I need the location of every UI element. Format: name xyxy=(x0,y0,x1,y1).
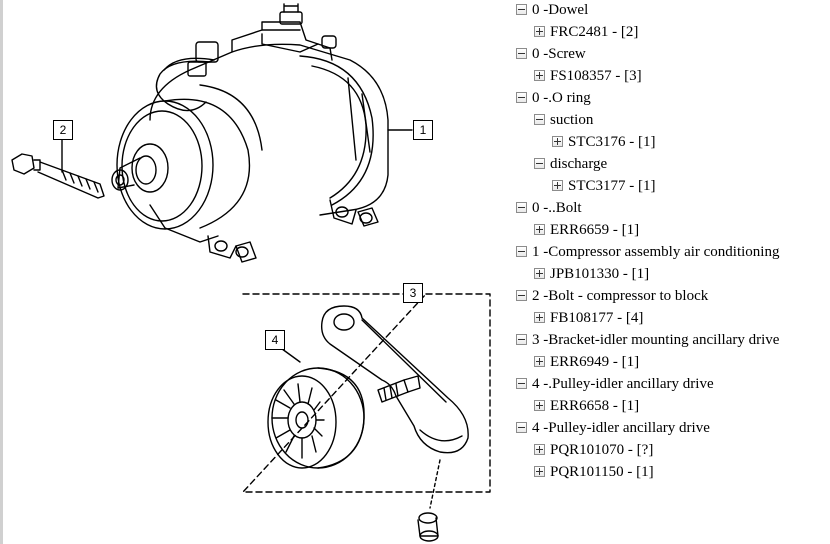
expand-toggle-icon[interactable] xyxy=(534,356,545,367)
idler-bracket[interactable] xyxy=(320,305,469,454)
expand-toggle-icon[interactable] xyxy=(534,312,545,323)
expand-toggle-icon[interactable] xyxy=(516,290,527,301)
expand-toggle-icon[interactable] xyxy=(534,466,545,477)
callout-item-3[interactable]: 3 xyxy=(403,283,423,303)
expand-toggle-icon[interactable] xyxy=(552,180,563,191)
expand-toggle-icon[interactable] xyxy=(516,92,527,103)
compressor-assembly[interactable] xyxy=(111,3,389,263)
expand-toggle-icon[interactable] xyxy=(516,246,527,257)
expand-toggle-icon[interactable] xyxy=(516,334,527,345)
expand-toggle-icon[interactable] xyxy=(534,158,545,169)
compressor-bolt[interactable] xyxy=(11,153,105,199)
group-3-frame xyxy=(242,293,491,493)
expand-toggle-icon[interactable] xyxy=(534,70,545,81)
callout-item-1[interactable]: 1 xyxy=(413,120,433,140)
callout-item-2[interactable]: 2 xyxy=(53,120,73,140)
expand-toggle-icon[interactable] xyxy=(534,400,545,411)
parts-diagram: 1 2 3 4 xyxy=(0,0,491,544)
parts-tree: 0 -Dowel FRC2481 - [2] 0 -Screw FS108357… xyxy=(511,0,830,544)
expand-toggle-icon[interactable] xyxy=(516,422,527,433)
lower-dowel[interactable] xyxy=(417,459,441,542)
expand-toggle-icon[interactable] xyxy=(534,268,545,279)
expand-toggle-icon[interactable] xyxy=(534,224,545,235)
callout-item-4[interactable]: 4 xyxy=(265,330,285,350)
expand-toggle-icon[interactable] xyxy=(534,26,545,37)
expand-toggle-icon[interactable] xyxy=(534,444,545,455)
expand-toggle-icon[interactable] xyxy=(516,48,527,59)
expand-toggle-icon[interactable] xyxy=(516,202,527,213)
pane-edge xyxy=(0,0,3,544)
expand-toggle-icon[interactable] xyxy=(516,4,527,15)
diagram-artwork xyxy=(11,3,491,542)
idler-pulley[interactable] xyxy=(267,367,365,469)
expand-toggle-icon[interactable] xyxy=(516,378,527,389)
expand-toggle-icon[interactable] xyxy=(552,136,563,147)
expand-toggle-icon[interactable] xyxy=(534,114,545,125)
